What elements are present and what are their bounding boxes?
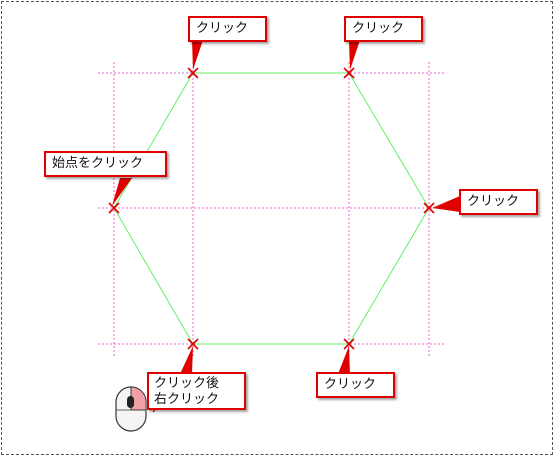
callout-top-right: クリック (344, 16, 423, 42)
cross-marker-icon (343, 338, 355, 350)
callout-bottom-left: クリック後 右クリック (147, 372, 246, 410)
pointer-start (112, 178, 132, 206)
callout-bottom-right: クリック (316, 372, 395, 398)
cross-marker-icon (187, 338, 199, 350)
cross-marker-icon (343, 67, 355, 79)
pointer-top-right (349, 40, 360, 70)
callout-bottom-left-line2: 右クリック (154, 392, 220, 407)
guide-lines (98, 62, 446, 356)
cross-marker-icon (423, 202, 435, 214)
mouse-right-click-icon (115, 386, 158, 432)
pointer-bottom-left (180, 346, 193, 374)
callout-top-left: クリック (188, 16, 267, 42)
pointer-right (432, 196, 460, 212)
callout-pointers (112, 40, 460, 374)
click-markers (108, 67, 435, 350)
callout-start: 始点をクリック (44, 151, 167, 177)
pointer-top-left (192, 40, 203, 70)
callout-right: クリック (459, 189, 538, 215)
cross-marker-icon (187, 67, 199, 79)
callout-bottom-left-line1: クリック後 (154, 376, 220, 391)
pointer-bottom-right (338, 346, 350, 374)
cross-marker-icon (108, 202, 120, 214)
